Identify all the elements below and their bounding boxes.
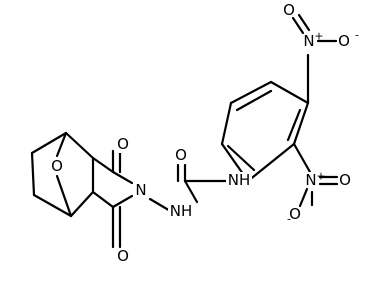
atom-label: O [338,32,350,50]
atom-amine-nh-right: NH [226,171,252,189]
bond [64,131,95,160]
bond [91,156,115,174]
atom-label: O [289,205,301,223]
atom-label: N [303,32,314,50]
atom-label: O [117,135,129,153]
atom-label: N [305,171,316,189]
bond [220,101,233,146]
atom-carbonyl-oxygen-top: O [115,135,131,153]
atom-label: O [175,146,187,164]
atom-carbonyl-oxygen-bottom: O [115,247,131,265]
bond [69,190,95,218]
bond [297,13,311,32]
bond [286,108,302,142]
bond [111,170,134,185]
bond [229,80,273,105]
atom-label: O [283,1,295,19]
atom-imide-nitrogen: N [133,181,149,199]
atom-label: O [117,247,129,265]
bond [30,151,36,197]
atom-urea-oxygen: O [173,146,189,164]
bond-lines [30,53,314,249]
bond [183,179,199,204]
atom-nitro-oxygen-mid-a: O [337,171,353,189]
atom-label: N [135,181,146,199]
atom-nitro-oxygen-mid-b: O - [287,205,303,226]
atom-label: NH [170,202,193,220]
bond [291,16,305,35]
atom-nitro-nitrogen-top: N + [301,30,324,50]
bond [292,101,310,146]
bond [246,142,296,183]
atom-label: NH [228,171,251,189]
bond [55,174,73,218]
bond [30,131,68,155]
bond [269,80,310,105]
bond [235,89,273,112]
charge-plus: + [314,30,323,43]
charge-minus: - [287,213,291,226]
atom-label: O [51,157,63,175]
atom-nitro-oxygen-top-b: O - [336,29,359,50]
bond [32,193,73,218]
atom-label: O [339,171,351,189]
atom-amine-nh-left: NH [168,202,194,220]
charge-minus: - [355,29,359,42]
bond [91,190,115,209]
bond [298,187,309,208]
atom-labels: O O O N NH O NH N + [49,1,359,265]
bond [292,142,312,174]
atom-nitro-oxygen-top-a: O [281,1,297,19]
bond [55,131,68,158]
atom-bridge-oxygen: O [49,157,65,175]
bond [226,144,256,172]
bond [111,194,134,209]
atom-nitro-nitrogen-mid: N + [303,170,326,189]
